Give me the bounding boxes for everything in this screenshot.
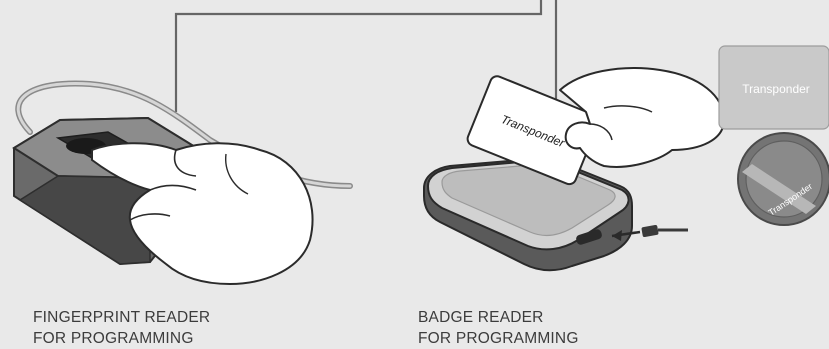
fingerprint-reader-caption-line1: FINGERPRINT READER [33,307,210,328]
badge-reader-caption-line2: FOR PROGRAMMING [418,328,579,349]
fingerprint-reader-caption-line2: FOR PROGRAMMING [33,328,210,349]
fingerprint-reader-illustration [14,83,350,284]
badge-reader-illustration: Transponder Transponder Transponder [424,46,829,270]
badge-reader-caption: BADGE READER FOR PROGRAMMING [418,307,579,349]
tag-label: Transponder [742,82,810,96]
badge-reader-caption-line1: BADGE READER [418,307,579,328]
fingerprint-reader-caption: FINGERPRINT READER FOR PROGRAMMING [33,307,210,349]
